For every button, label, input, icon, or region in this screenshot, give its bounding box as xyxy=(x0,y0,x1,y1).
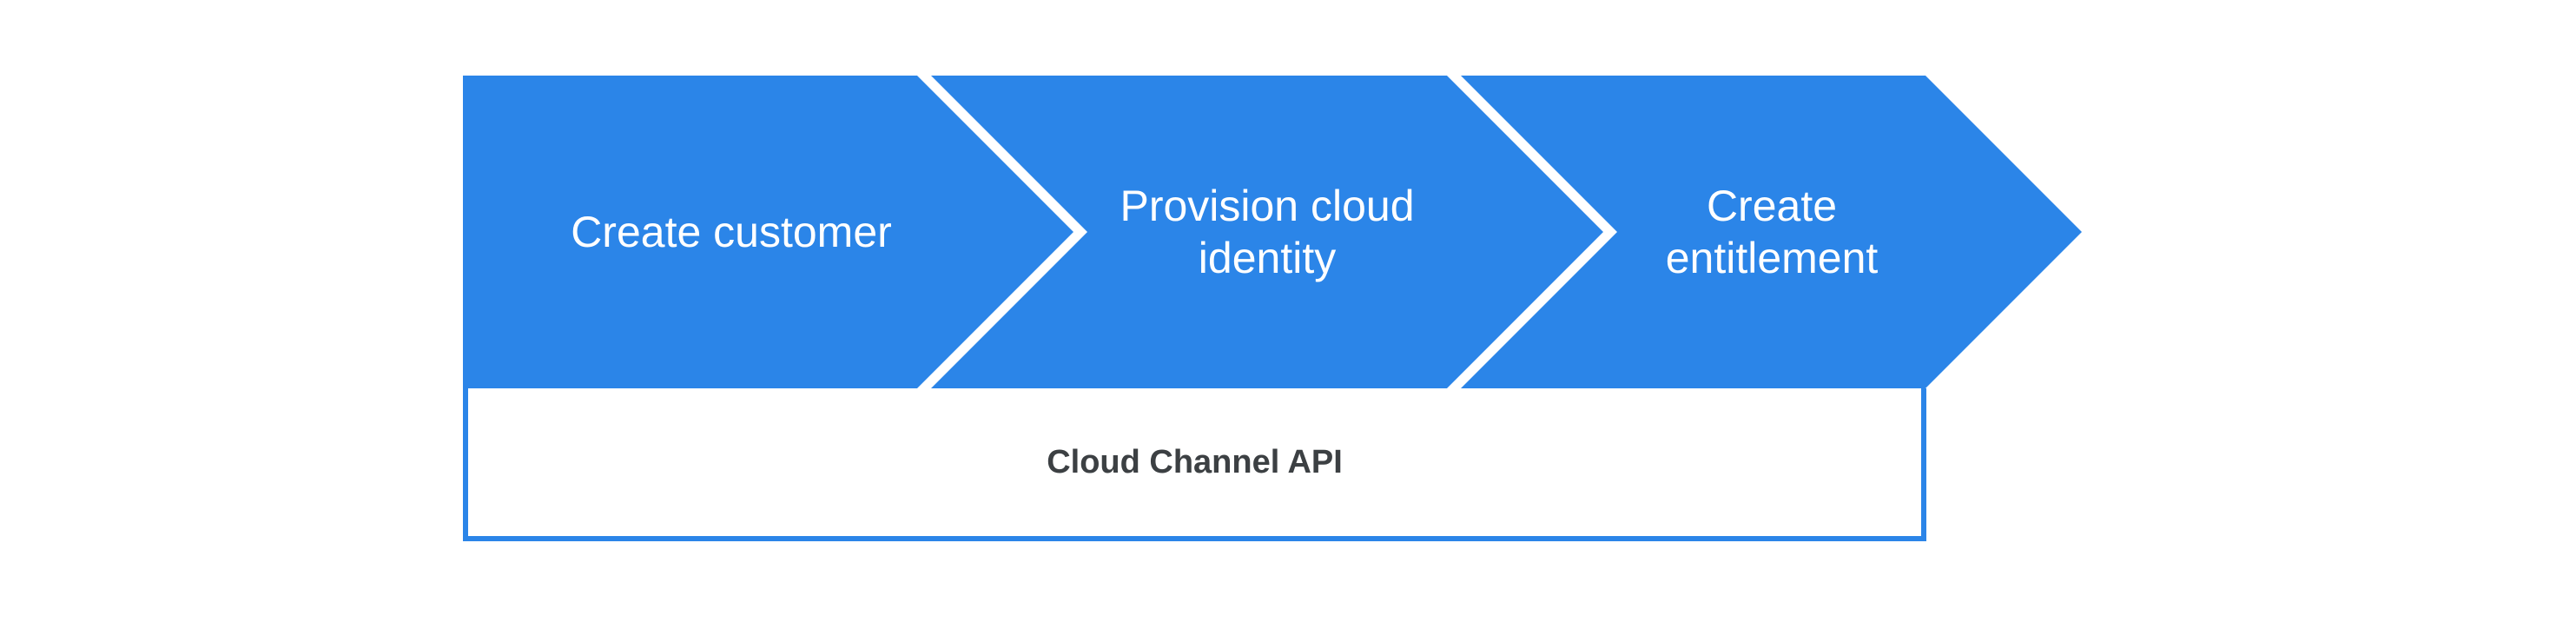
step-label-create-customer: Create customer xyxy=(571,208,892,256)
api-bar-label: Cloud Channel API xyxy=(1047,444,1343,480)
api-bar: Cloud Channel API xyxy=(463,388,1926,541)
step-label-create-entitlement: Create entitlement xyxy=(1665,182,1879,282)
step-label-provision-cloud-identity: Provision cloud identity xyxy=(1120,182,1415,282)
